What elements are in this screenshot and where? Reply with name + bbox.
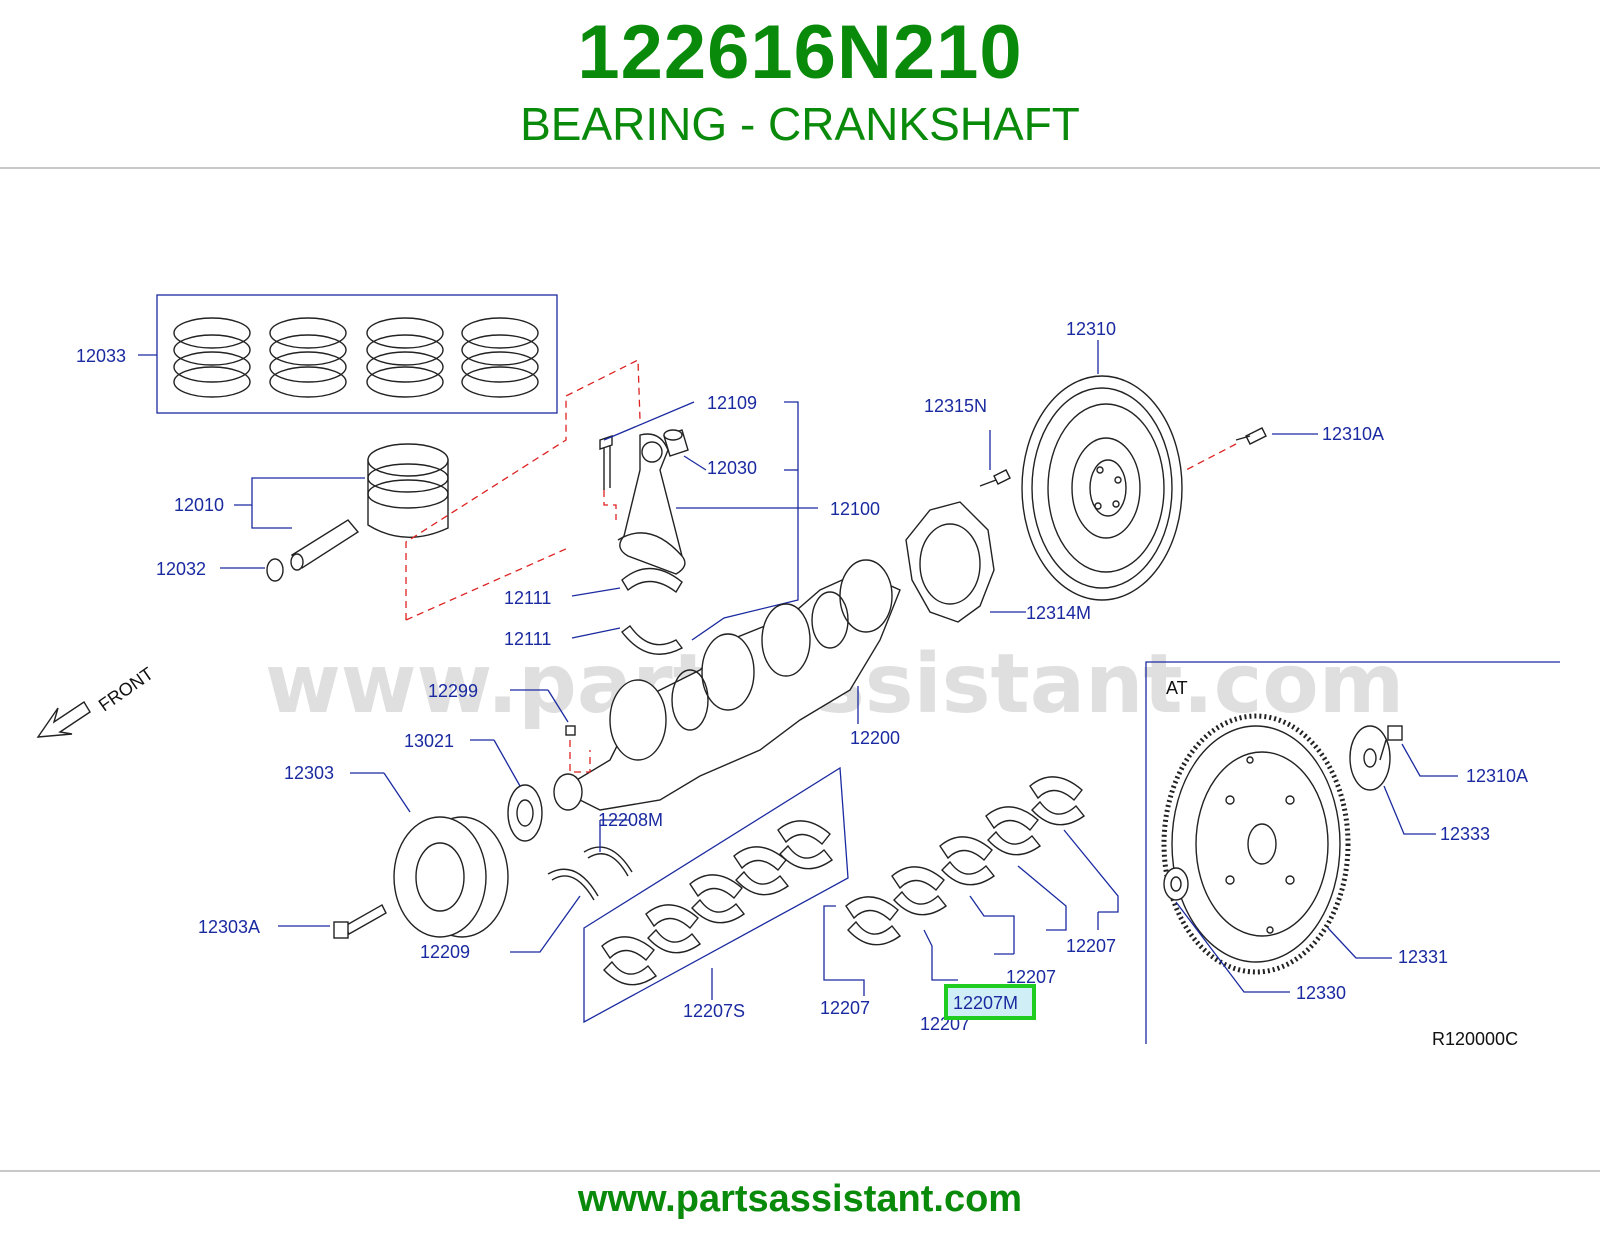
at-label: AT	[1166, 678, 1188, 698]
main-bearing-5-icon[interactable]	[1029, 776, 1086, 826]
flywheel-bolt-icon[interactable]	[1235, 427, 1267, 445]
callout-12314m[interactable]: 12314M	[1026, 603, 1091, 623]
callout-12033[interactable]: 12033	[76, 346, 126, 366]
drive-plate-icon[interactable]	[1161, 713, 1351, 975]
at-section-frame	[1145, 661, 1560, 1044]
highlighted-part-12207m[interactable]: 12207M	[944, 984, 1036, 1020]
callout-12303a[interactable]: 12303A	[198, 917, 260, 937]
piston-pin-icon[interactable]	[290, 519, 360, 571]
main-bearing-2-icon[interactable]	[891, 866, 948, 916]
callout-12330[interactable]: 12330	[1296, 983, 1346, 1003]
callout-12299[interactable]: 12299	[428, 681, 478, 701]
callout-12333[interactable]: 12333	[1440, 824, 1490, 844]
snap-ring-icon[interactable]	[266, 558, 284, 582]
front-arrow-icon	[36, 701, 91, 738]
callout-12032[interactable]: 12032	[156, 559, 206, 579]
drive-plate-spacer-icon[interactable]	[1349, 725, 1391, 791]
callout-13021[interactable]: 13021	[404, 731, 454, 751]
pilot-dowel-icon[interactable]	[565, 725, 576, 736]
plate-bolt-icon[interactable]	[979, 469, 1011, 487]
callout-12010[interactable]: 12010	[174, 495, 224, 515]
callout-12030[interactable]: 12030	[707, 458, 757, 478]
callout-12209[interactable]: 12209	[420, 942, 470, 962]
callout-12310[interactable]: 12310	[1066, 319, 1116, 339]
pilot-bushing-icon[interactable]	[1163, 867, 1189, 901]
reinforcement-plate-icon[interactable]	[905, 501, 995, 623]
reference-code: R120000C	[1432, 1029, 1518, 1049]
ring-set-2-icon	[269, 317, 347, 398]
exploded-parts-diagram: www.partsassistant.com 12033	[36, 294, 1560, 1049]
crank-pulley-icon[interactable]	[393, 816, 509, 938]
rod-bolt-icon[interactable]	[599, 435, 613, 490]
main-bearing-set-icon[interactable]	[601, 820, 834, 986]
pulley-bolt-icon[interactable]	[333, 904, 387, 939]
crankshaft-icon[interactable]	[553, 559, 901, 811]
header-divider	[0, 167, 1600, 169]
part-number-title: 122616N210	[577, 10, 1023, 95]
footer-url: www.partsassistant.com	[577, 1178, 1023, 1220]
piston-ring-set[interactable]	[156, 294, 558, 414]
main-bearing-3-icon[interactable]	[939, 836, 996, 886]
callout-12208m[interactable]: 12208M	[598, 810, 663, 830]
thrust-washer-lower-icon[interactable]	[547, 868, 599, 901]
callout-12109[interactable]: 12109	[707, 393, 757, 413]
callout-12207m[interactable]: 12207M	[953, 993, 1018, 1013]
connecting-rod-icon[interactable]	[617, 433, 686, 575]
callout-12315n[interactable]: 12315N	[924, 396, 987, 416]
callout-12111-lower[interactable]: 12111	[504, 629, 551, 649]
rod-bearing-lower-icon[interactable]	[621, 625, 684, 655]
callout-12310a-at[interactable]: 12310A	[1466, 766, 1528, 786]
part-name-subtitle: BEARING - CRANKSHAFT	[520, 98, 1080, 150]
rod-bearing-upper-icon[interactable]	[621, 567, 683, 594]
callout-12303[interactable]: 12303	[284, 763, 334, 783]
header: 122616N210 BEARING - CRANKSHAFT	[0, 0, 1600, 168]
callout-12111-upper[interactable]: 12111	[504, 588, 551, 608]
crank-sprocket-icon[interactable]	[507, 784, 543, 842]
ring-set-3-icon	[366, 317, 444, 398]
callout-12331[interactable]: 12331	[1398, 947, 1448, 967]
rod-bushing-icon[interactable]	[663, 429, 689, 457]
piston-icon[interactable]	[367, 443, 449, 538]
callout-12200[interactable]: 12200	[850, 728, 900, 748]
ring-set-4-icon	[461, 317, 539, 398]
callout-12100[interactable]: 12100	[830, 499, 880, 519]
main-bearing-1-icon[interactable]	[845, 896, 902, 946]
callout-12310a[interactable]: 12310A	[1322, 424, 1384, 444]
callout-12207-1[interactable]: 12207	[820, 998, 870, 1018]
drive-plate-bolt-icon[interactable]	[1379, 725, 1403, 761]
main-bearing-4-icon[interactable]	[985, 806, 1042, 856]
footer-divider	[0, 1170, 1600, 1172]
ring-set-1-icon	[173, 317, 251, 398]
thrust-washer-upper-icon[interactable]	[583, 846, 633, 877]
callout-12207-4[interactable]: 12207	[1066, 936, 1116, 956]
front-label: FRONT	[95, 663, 157, 715]
callout-12207s[interactable]: 12207S	[683, 1001, 745, 1021]
callout-12207-3[interactable]: 12207	[1006, 967, 1056, 987]
flywheel-icon[interactable]	[1021, 375, 1183, 601]
